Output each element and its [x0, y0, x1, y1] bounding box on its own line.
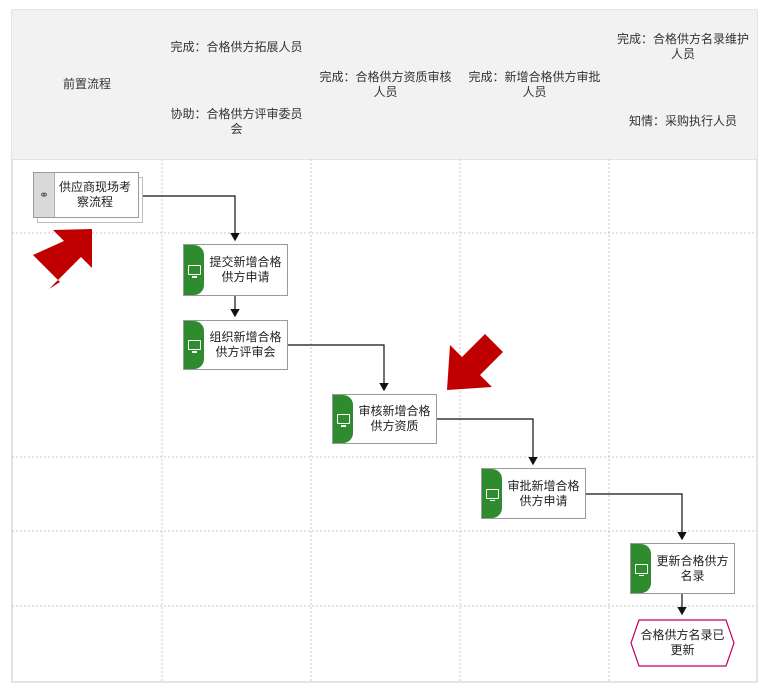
monitor-icon: [482, 469, 502, 518]
task-approve-label: 审批新增合格供方申请: [507, 478, 580, 508]
header-col-4-bottom: 知情：采购执行人员: [609, 84, 757, 159]
highlight-arrow-right: [447, 334, 503, 390]
pre-process-node[interactable]: ⚭ 供应商现场考察流程: [33, 172, 139, 218]
header-col-3-text: 完成：新增合格供方审批人员: [468, 69, 601, 99]
task-update[interactable]: 更新合格供方名录: [630, 543, 735, 594]
end-node[interactable]: 合格供方名录已更新: [636, 620, 729, 666]
highlight-arrow-left: [33, 229, 92, 289]
connector-review-to-approve: [437, 418, 538, 466]
monitor-icon: [631, 544, 651, 593]
header-col-1-top-text: 完成：合格供方拓展人员: [170, 39, 303, 54]
header-col-1-bottom-text: 协助：合格供方评审委员会: [170, 106, 303, 136]
task-update-label: 更新合格供方名录: [656, 553, 729, 583]
link-icon: ⚭: [34, 173, 55, 217]
task-approve[interactable]: 审批新增合格供方申请: [481, 468, 586, 519]
end-node-label: 合格供方名录已更新: [640, 628, 725, 657]
header-col-3: 完成：新增合格供方审批人员: [460, 10, 609, 159]
end-terminator-shape: [630, 619, 735, 667]
header-col-0: 前置流程: [12, 10, 162, 159]
task-review-label: 审核新增合格供方资质: [358, 404, 431, 433]
task-submit[interactable]: 提交新增合格供方申请: [183, 244, 288, 296]
monitor-icon: [184, 321, 204, 369]
connector-organize-to-review: [288, 344, 389, 392]
header-col-4-bottom-text: 知情：采购执行人员: [628, 114, 737, 128]
header-col-2-text: 完成：合格供方资质审核人员: [319, 69, 452, 99]
header-col-1-top: 完成：合格供方拓展人员: [162, 10, 311, 84]
task-organize-label: 组织新增合格供方评审会: [209, 330, 282, 359]
connector-approve-to-update: [586, 493, 687, 541]
header-col-4-top-text: 完成：合格供方名录维护人员: [616, 32, 749, 61]
task-organize[interactable]: 组织新增合格供方评审会: [183, 320, 288, 370]
connector-pre-to-submit: [139, 195, 240, 242]
task-review[interactable]: 审核新增合格供方资质: [332, 394, 437, 444]
monitor-icon: [184, 245, 204, 295]
header-col-1-bottom: 协助：合格供方评审委员会: [162, 84, 311, 159]
header-col-2: 完成：合格供方资质审核人员: [311, 10, 460, 159]
pre-process-label: 供应商现场考察流程: [58, 180, 131, 209]
monitor-icon: [333, 395, 353, 443]
header-col-0-text: 前置流程: [62, 77, 111, 91]
header-col-4-top: 完成：合格供方名录维护人员: [609, 10, 757, 84]
task-submit-label: 提交新增合格供方申请: [209, 255, 282, 284]
